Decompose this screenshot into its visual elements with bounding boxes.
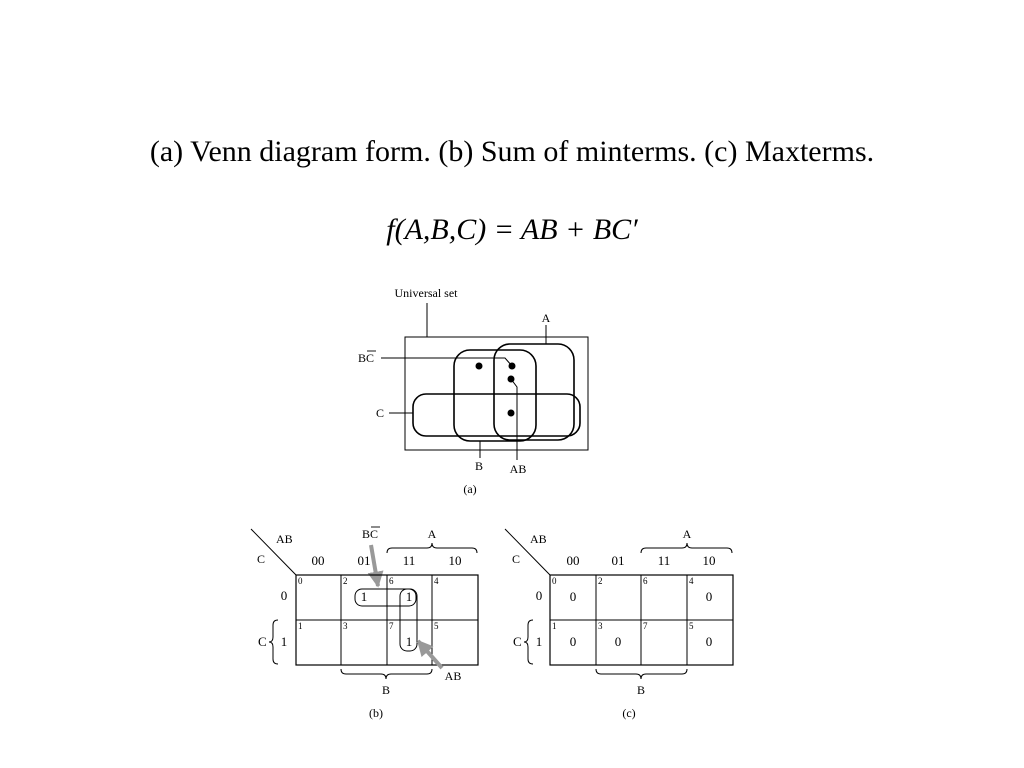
b-brace	[340, 668, 433, 680]
set-a-region	[493, 343, 575, 441]
cell-value: 0	[706, 589, 713, 604]
ab-label: AB	[445, 669, 462, 683]
cell-index: 4	[434, 576, 439, 586]
col-header: 10	[449, 553, 462, 568]
cell-index: 3	[598, 621, 603, 631]
cell-value: 1	[406, 634, 413, 649]
slide-title: (a) Venn diagram form. (b) Sum of minter…	[149, 135, 875, 168]
b-brace	[595, 668, 688, 680]
cell-value: 0	[570, 589, 577, 604]
cell-index: 3	[343, 621, 348, 631]
bc-leader	[381, 357, 513, 367]
corner-c-label: C	[257, 552, 265, 566]
row-header: 1	[536, 634, 543, 649]
cell-index: 7	[389, 621, 394, 631]
c-brace	[523, 619, 534, 665]
cell-value: 1	[361, 589, 368, 604]
c-label: C	[513, 634, 522, 649]
ab-arrow	[416, 639, 444, 670]
col-header: 11	[403, 553, 416, 568]
set-c-region	[412, 393, 581, 437]
kmap-b-caption: (b)	[369, 706, 383, 720]
group-bc-loop	[354, 588, 417, 607]
cell-index: 4	[689, 576, 694, 586]
cell-value: 0	[570, 634, 577, 649]
universal-set-box	[404, 336, 589, 451]
group-ab-loop	[399, 588, 418, 652]
col-header: 11	[658, 553, 671, 568]
b-label: B	[382, 683, 390, 697]
venn-caption: (a)	[463, 482, 476, 496]
corner-ab-label: AB	[276, 532, 293, 546]
cell-index: 0	[298, 576, 303, 586]
corner-diagonal	[504, 528, 551, 576]
b-label: B	[637, 683, 645, 697]
a-brace	[640, 542, 733, 554]
corner-c-label: C	[512, 552, 520, 566]
cell-index: 6	[389, 576, 394, 586]
corner-ab-label: AB	[530, 532, 547, 546]
venn-b-label: B	[475, 459, 483, 473]
cell-index: 2	[598, 576, 603, 586]
venn-ab-label: AB	[510, 462, 527, 476]
venn-bc-label: BC	[358, 351, 374, 365]
c-brace	[268, 619, 279, 665]
c-label: C	[258, 634, 267, 649]
col-header: 10	[703, 553, 716, 568]
minterm-dot	[475, 362, 483, 370]
col-header: 01	[358, 553, 371, 568]
cell-value: 0	[706, 634, 713, 649]
cell-value: 0	[615, 634, 622, 649]
cell-index: 5	[434, 621, 439, 631]
minterm-dot	[507, 409, 515, 417]
cell-value: 1	[406, 589, 413, 604]
row-header: 1	[281, 634, 288, 649]
bc-arrow	[367, 544, 384, 588]
kmap-c-caption: (c)	[622, 706, 635, 720]
a-brace	[386, 542, 478, 554]
venn-diagram: Universal set A BC C B AB (a)	[358, 286, 589, 496]
a-label: A	[428, 527, 437, 541]
venn-a-label: A	[542, 311, 551, 325]
row-header: 0	[281, 588, 288, 603]
cell-index: 6	[643, 576, 648, 586]
cell-index: 2	[343, 576, 348, 586]
row-header: 0	[536, 588, 543, 603]
a-label: A	[683, 527, 692, 541]
col-header: 00	[567, 553, 580, 568]
corner-diagonal	[250, 528, 297, 576]
cell-index: 5	[689, 621, 694, 631]
kmap-maxterms: AB C 00 01 11 10 A 0 1 C 0 2 6 4 1 3 7 5…	[504, 527, 734, 720]
col-header: 01	[612, 553, 625, 568]
col-header: 00	[312, 553, 325, 568]
venn-c-label: C	[376, 406, 384, 420]
universal-set-label: Universal set	[395, 286, 459, 300]
boolean-formula: f(A,B,C) = AB + BC′	[386, 213, 638, 246]
set-b-region	[453, 349, 537, 442]
cell-index: 1	[552, 621, 557, 631]
cell-index: 1	[298, 621, 303, 631]
cell-index: 0	[552, 576, 557, 586]
bc-label: BC	[362, 527, 378, 541]
kmap-minterms: AB C 00 01 11 10 A BC 0 1 C 0 2 6 4 1 3 …	[250, 526, 479, 720]
ab-leader	[510, 378, 518, 460]
cell-index: 7	[643, 621, 648, 631]
